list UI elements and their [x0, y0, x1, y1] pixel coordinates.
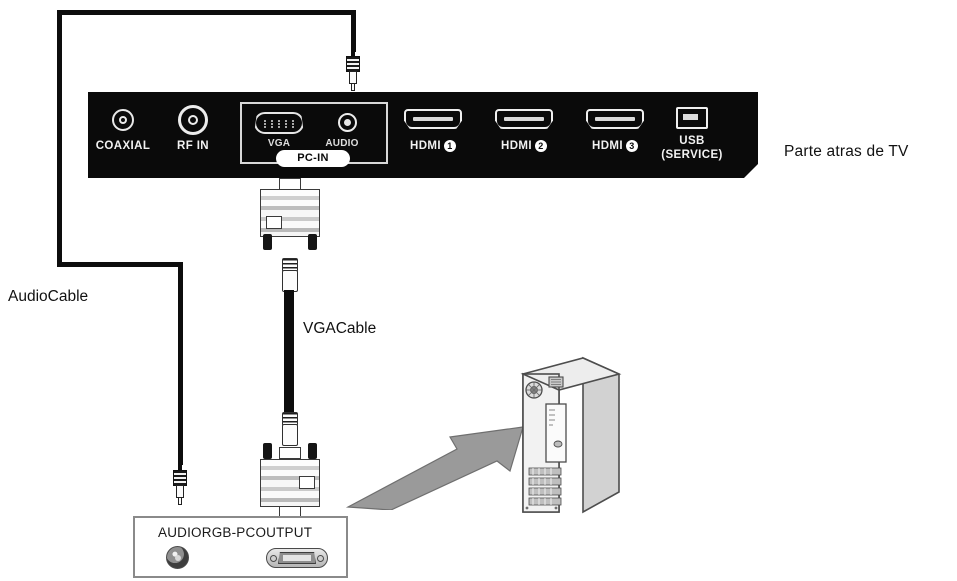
vga-thumbscrew-left-bottom	[263, 443, 272, 459]
vga-connector-hood-bottom	[260, 459, 320, 507]
hdmi-3-text: HDMI	[592, 140, 623, 153]
pc-vga-pin-rows	[278, 552, 316, 564]
hdmi-1-number: 1	[444, 140, 456, 152]
hdmi-1-port[interactable]	[404, 109, 462, 129]
pc-audio-out-jack[interactable]	[166, 546, 189, 569]
audio-cable-segment-top	[57, 10, 354, 15]
label-audio-cable: AudioCable	[8, 288, 89, 305]
pointer-arrow	[345, 426, 524, 510]
port-label-usb-service: (SERVICE)	[661, 149, 723, 161]
panel-corner-bevel	[744, 164, 758, 178]
vga-cable-body	[284, 290, 294, 415]
audio-cable-segment-mid	[57, 262, 183, 267]
vga-pin-array	[262, 119, 296, 128]
hdmi-3-number: 3	[626, 140, 638, 152]
port-label-vga: VGA	[267, 138, 291, 149]
vga-hood-window-top	[266, 216, 282, 229]
coaxial-jack[interactable]	[112, 109, 134, 131]
pc-rgb-vga-out-port[interactable]	[266, 548, 328, 568]
vga-cable-strain-relief-top	[282, 270, 298, 292]
label-vga-cable: VGACable	[303, 320, 377, 337]
audio-cable-drop-to-tv	[351, 10, 356, 52]
vga-port[interactable]	[254, 112, 304, 134]
hdmi-2-number: 2	[535, 140, 547, 152]
vga-thumbscrew-right-top	[308, 234, 317, 250]
hdmi-2-text: HDMI	[501, 140, 532, 153]
pc-in-group-label: PC-IN	[276, 150, 350, 167]
rf-in-jack[interactable]	[178, 105, 208, 135]
label-tv-back: Parte atras de TV	[784, 143, 909, 160]
vga-screw-hole-left	[270, 554, 277, 562]
vga-connector-shaft-bottom	[279, 447, 301, 459]
audio-cable-segment-down	[178, 262, 183, 465]
vga-thumbscrew-left-top	[263, 234, 272, 250]
usb-service-port[interactable]	[676, 107, 708, 129]
vga-thumbscrew-right-bottom	[308, 443, 317, 459]
pc-output-panel: AUDIORGB-PCOUTPUT	[133, 516, 348, 578]
audio-cable-segment-left	[57, 10, 62, 267]
pc-output-label: AUDIORGB-PCOUTPUT	[158, 525, 313, 540]
desktop-pc-tower	[520, 356, 622, 514]
vga-connector-hood-top	[260, 189, 320, 237]
vga-cable-strain-relief-bottom	[282, 424, 298, 446]
audio-jack[interactable]	[338, 113, 357, 132]
vga-hood-window-bottom	[299, 476, 315, 489]
hdmi-2-port[interactable]	[495, 109, 553, 129]
port-label-rf-in: RF IN	[176, 140, 210, 152]
port-label-usb: USB	[679, 135, 705, 147]
port-label-coaxial: COAXIAL	[95, 140, 151, 152]
pc-in-port-group: VGA AUDIO	[240, 102, 388, 164]
hdmi-3-port[interactable]	[586, 109, 644, 129]
vga-screw-hole-right	[317, 554, 324, 562]
hdmi-1-text: HDMI	[410, 140, 441, 153]
port-label-audio: AUDIO	[325, 138, 359, 149]
